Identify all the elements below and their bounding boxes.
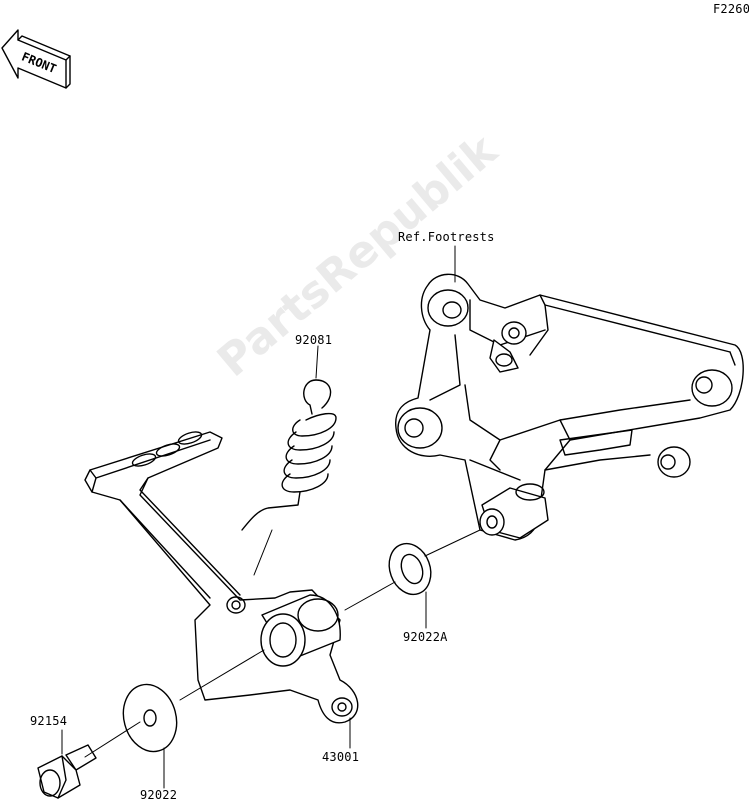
label-43001: 43001 (322, 750, 360, 764)
bolt-92154 (37, 744, 97, 799)
footrest-bracket (395, 273, 744, 541)
label-92154: 92154 (30, 714, 68, 728)
front-arrow-icon: FRONT (1, 29, 71, 89)
washer-92022a (388, 542, 432, 596)
spring-92081 (241, 379, 337, 531)
label-92022a: 92022A (403, 630, 448, 644)
brake-pedal-43001 (84, 431, 359, 724)
label-ref-footrests: Ref.Footrests (398, 230, 495, 244)
label-92022: 92022 (140, 788, 178, 802)
washer-92022 (122, 683, 178, 753)
figure-code: F2260 (713, 2, 749, 16)
leader-lines (61, 245, 481, 789)
label-92081: 92081 (295, 333, 333, 347)
